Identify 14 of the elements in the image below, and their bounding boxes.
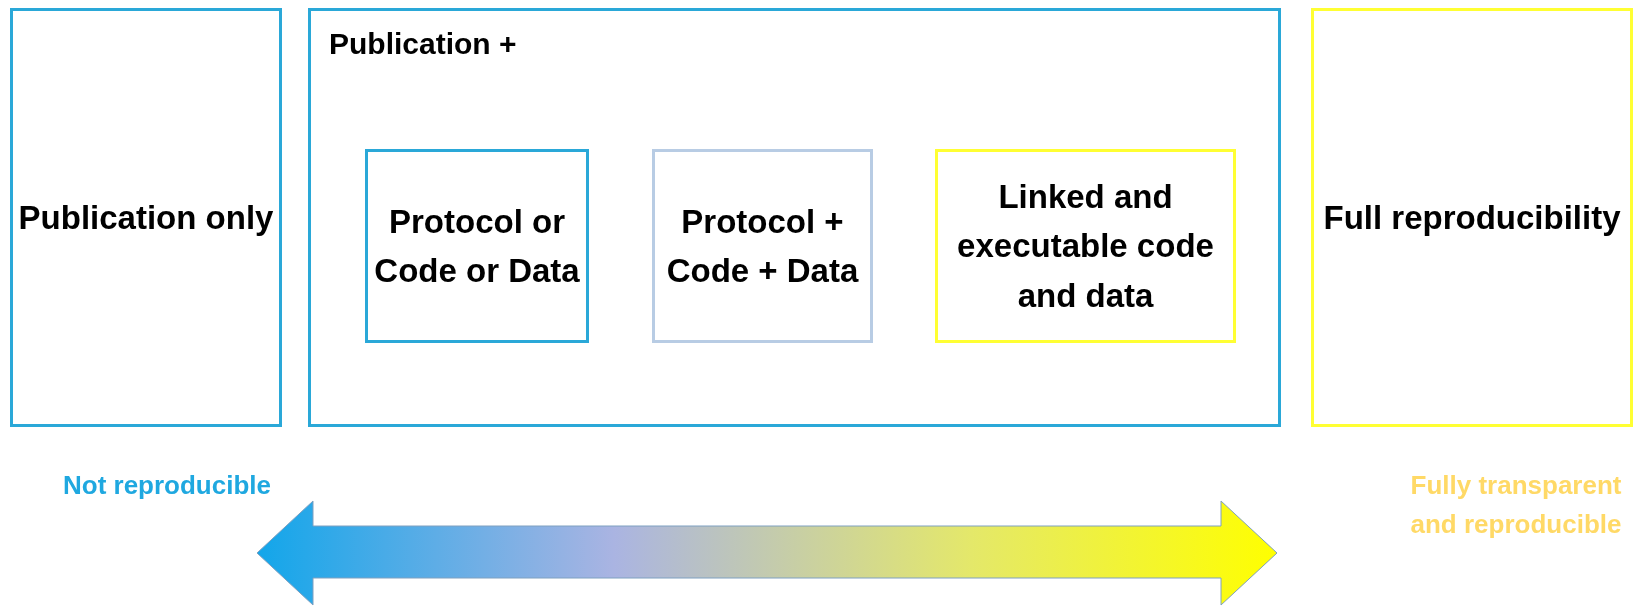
stage-box [1311,8,1633,427]
stage-label: Publication only [18,197,274,238]
scale-end-label: Fully transparent and reproducible [1409,469,1623,541]
stage-label: Full reproducibility [1323,197,1621,238]
stage-box [935,149,1236,343]
scale-end-label: Not reproducible [62,469,272,502]
stage-box [365,149,589,343]
stage-label: Protocol + Code + Data [665,201,860,291]
group-box [308,8,1281,427]
stage-label: Linked and executable code and data [956,176,1215,316]
group-heading: Publication + [329,26,517,62]
stage-label: Protocol or Code or Data [373,201,581,291]
stage-box [652,149,873,343]
stage-box [10,8,282,427]
